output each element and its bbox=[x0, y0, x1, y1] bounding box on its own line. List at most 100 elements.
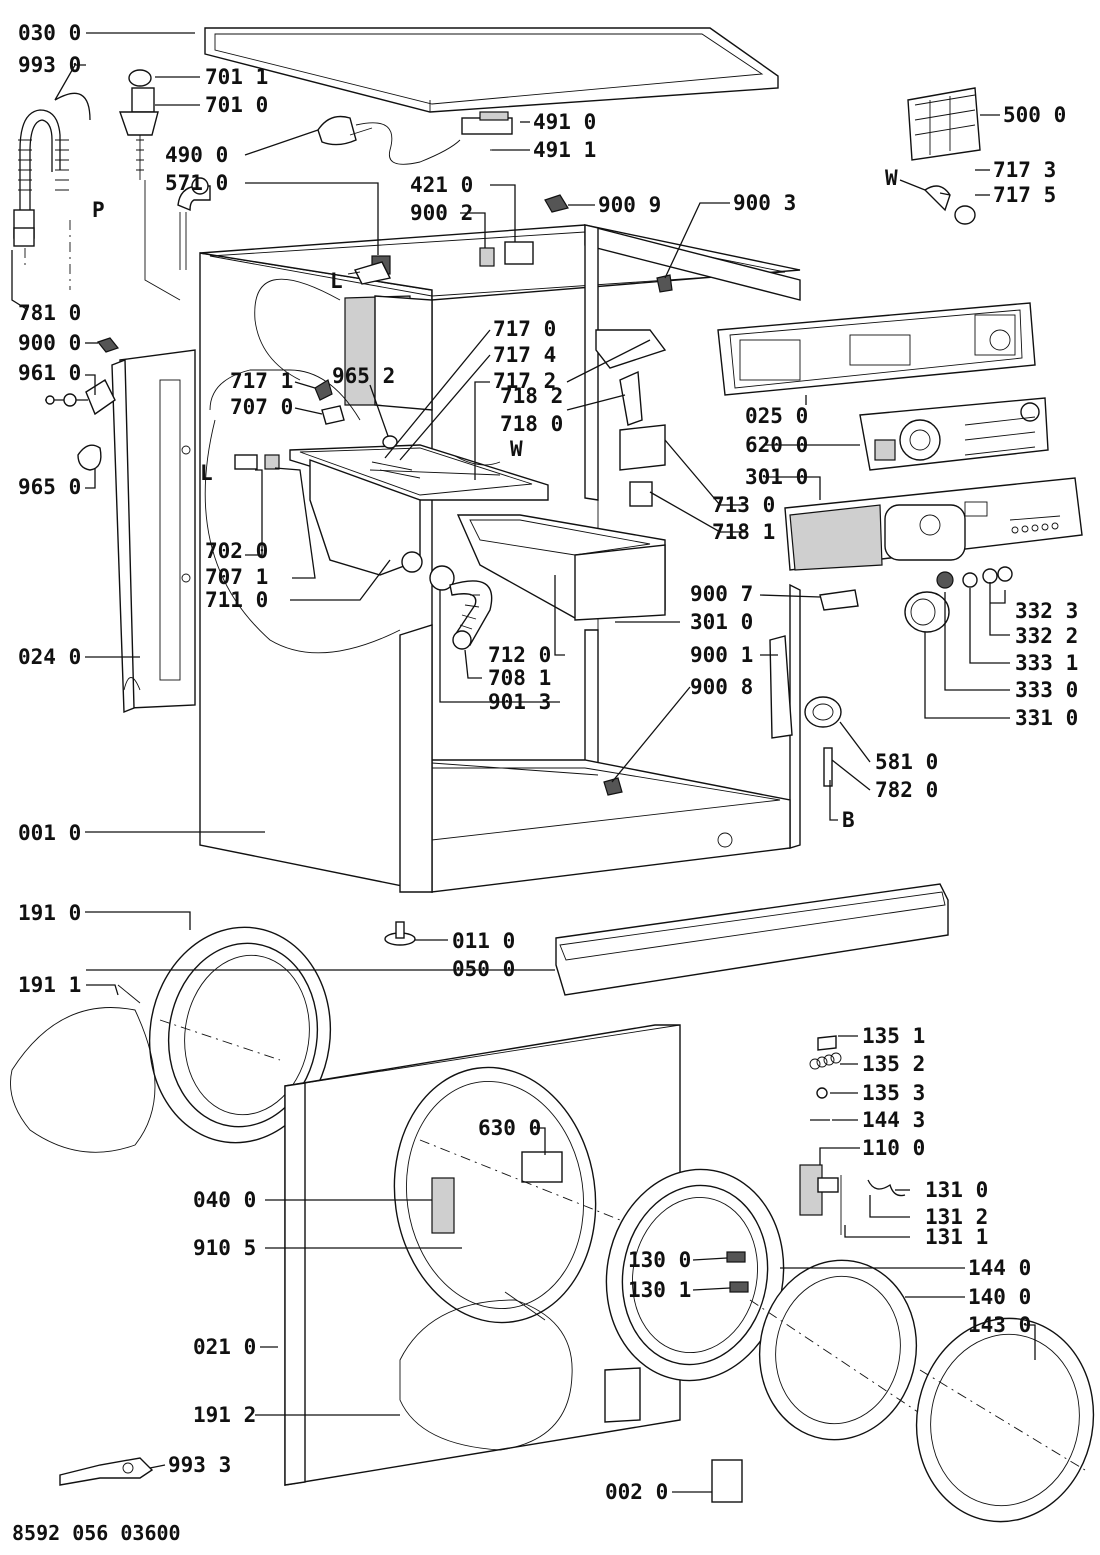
cabinet-001 bbox=[199, 224, 801, 893]
label-131-2: 131 2 bbox=[925, 1205, 988, 1229]
label-993-3: 993 3 bbox=[168, 1453, 231, 1477]
label-717-1: 717 1 bbox=[230, 369, 293, 393]
label-630-0: 630 0 bbox=[478, 1116, 541, 1140]
relay-421 bbox=[504, 241, 534, 265]
label-713-0: 713 0 bbox=[712, 493, 775, 517]
door-frame-144 bbox=[605, 1168, 785, 1382]
water-valve-571 bbox=[347, 255, 392, 285]
label-421-0: 421 0 bbox=[410, 173, 473, 197]
kick-plate-050 bbox=[555, 883, 949, 996]
label-717-5: 717 5 bbox=[993, 183, 1056, 207]
label-333-1: 333 1 bbox=[1015, 651, 1078, 675]
label-717-2: 717 2 bbox=[493, 369, 556, 393]
label-782-0: 782 0 bbox=[875, 778, 938, 802]
label-717-3: 717 3 bbox=[993, 158, 1056, 182]
label-491-0: 491 0 bbox=[533, 110, 596, 134]
bracket-718-1 bbox=[629, 481, 653, 507]
label-961-0: 961 0 bbox=[18, 361, 81, 385]
label-191-1: 191 1 bbox=[18, 973, 81, 997]
label-717-0: 717 0 bbox=[493, 317, 556, 341]
label-191-2: 191 2 bbox=[193, 1403, 256, 1427]
interference-filter bbox=[461, 111, 513, 151]
fitting-718-0 bbox=[619, 370, 643, 426]
label-191-0: 191 0 bbox=[18, 901, 81, 925]
label-965-0: 965 0 bbox=[18, 475, 81, 499]
gasket-965 bbox=[77, 444, 102, 471]
control-panel-301 bbox=[784, 477, 1083, 571]
connector-707-1 bbox=[264, 454, 280, 470]
pcb-025 bbox=[717, 302, 1036, 396]
label-712-0: 712 0 bbox=[488, 643, 551, 667]
label-135-1: 135 1 bbox=[862, 1024, 925, 1048]
label-620-0: 620 0 bbox=[745, 433, 808, 457]
label-900-2: 900 2 bbox=[410, 201, 473, 225]
detergent-dispenser bbox=[289, 444, 549, 576]
label-332-3: 332 3 bbox=[1015, 599, 1078, 623]
power-cable bbox=[317, 115, 461, 165]
pipe-702 bbox=[234, 454, 258, 470]
label-130-1: 130 1 bbox=[628, 1278, 691, 1302]
marker-w-2: W bbox=[885, 166, 898, 190]
label-331-0: 331 0 bbox=[1015, 706, 1078, 730]
clip-900-0 bbox=[96, 337, 120, 353]
pump-filter bbox=[45, 378, 116, 416]
label-040-0: 040 0 bbox=[193, 1188, 256, 1212]
label-131-1: 131 1 bbox=[925, 1225, 988, 1249]
label-900-8: 900 8 bbox=[690, 675, 753, 699]
label-718-1: 718 1 bbox=[712, 520, 775, 544]
label-110-0: 110 0 bbox=[862, 1136, 925, 1160]
marker-w-1: W bbox=[510, 437, 523, 461]
pressure-switch-581 bbox=[804, 696, 842, 728]
label-965-2: 965 2 bbox=[332, 364, 395, 388]
label-900-0: 900 0 bbox=[18, 331, 81, 355]
label-993-0: 993 0 bbox=[18, 53, 81, 77]
door-ring-143 bbox=[915, 1317, 1095, 1523]
label-332-2: 332 2 bbox=[1015, 624, 1078, 648]
inlet-hose bbox=[13, 92, 91, 290]
door-glass-140 bbox=[749, 1259, 931, 1441]
clip-717-1 bbox=[314, 379, 333, 401]
label-025-0: 025 0 bbox=[745, 404, 808, 428]
latch-900-1 bbox=[769, 635, 793, 739]
dispenser-hose bbox=[429, 565, 493, 650]
label-333-0: 333 0 bbox=[1015, 678, 1078, 702]
manual-002 bbox=[711, 1459, 743, 1503]
clip-900-9 bbox=[544, 194, 569, 213]
label-131-0: 131 0 bbox=[925, 1178, 988, 1202]
label-144-3: 144 3 bbox=[862, 1108, 925, 1132]
label-910-5: 910 5 bbox=[193, 1236, 256, 1260]
label-030-0: 030 0 bbox=[18, 21, 81, 45]
back-panel bbox=[111, 349, 196, 714]
clip-900-7 bbox=[819, 589, 859, 611]
marker-p: P bbox=[92, 198, 105, 222]
label-901-3: 901 3 bbox=[488, 690, 551, 714]
inlet-valve-701 bbox=[119, 69, 181, 301]
leader-lines bbox=[11, 32, 1036, 1493]
document-code: 8592 056 03600 bbox=[12, 1521, 181, 1545]
gasket-965-2 bbox=[382, 435, 398, 449]
label-701-1: 701 1 bbox=[205, 65, 268, 89]
drain-elbow bbox=[177, 177, 211, 270]
label-900-9: 900 9 bbox=[598, 193, 661, 217]
part-labels: 030 0 993 0 701 1 701 0 491 0 491 1 490 … bbox=[12, 21, 1078, 1545]
label-135-3: 135 3 bbox=[862, 1081, 925, 1105]
foot-011 bbox=[384, 921, 416, 946]
label-490-0: 490 0 bbox=[165, 143, 228, 167]
knob-717-5 bbox=[954, 205, 976, 225]
label-500-0: 500 0 bbox=[1003, 103, 1066, 127]
door-handle-110 bbox=[799, 1164, 906, 1235]
label-701-0: 701 0 bbox=[205, 93, 268, 117]
clip-717-3 bbox=[923, 185, 951, 212]
label-301-0-a: 301 0 bbox=[745, 465, 808, 489]
label-718-0: 718 0 bbox=[500, 412, 563, 436]
label-002-0: 002 0 bbox=[605, 1480, 668, 1504]
label-491-1: 491 1 bbox=[533, 138, 596, 162]
marker-l-2: L bbox=[200, 461, 213, 485]
hinge-hardware bbox=[809, 1035, 842, 1121]
label-707-1: 707 1 bbox=[205, 565, 268, 589]
label-301-0-b: 301 0 bbox=[690, 610, 753, 634]
marker-l-1: L bbox=[330, 269, 343, 293]
label-900-1: 900 1 bbox=[690, 643, 753, 667]
label-143-0: 143 0 bbox=[968, 1313, 1031, 1337]
